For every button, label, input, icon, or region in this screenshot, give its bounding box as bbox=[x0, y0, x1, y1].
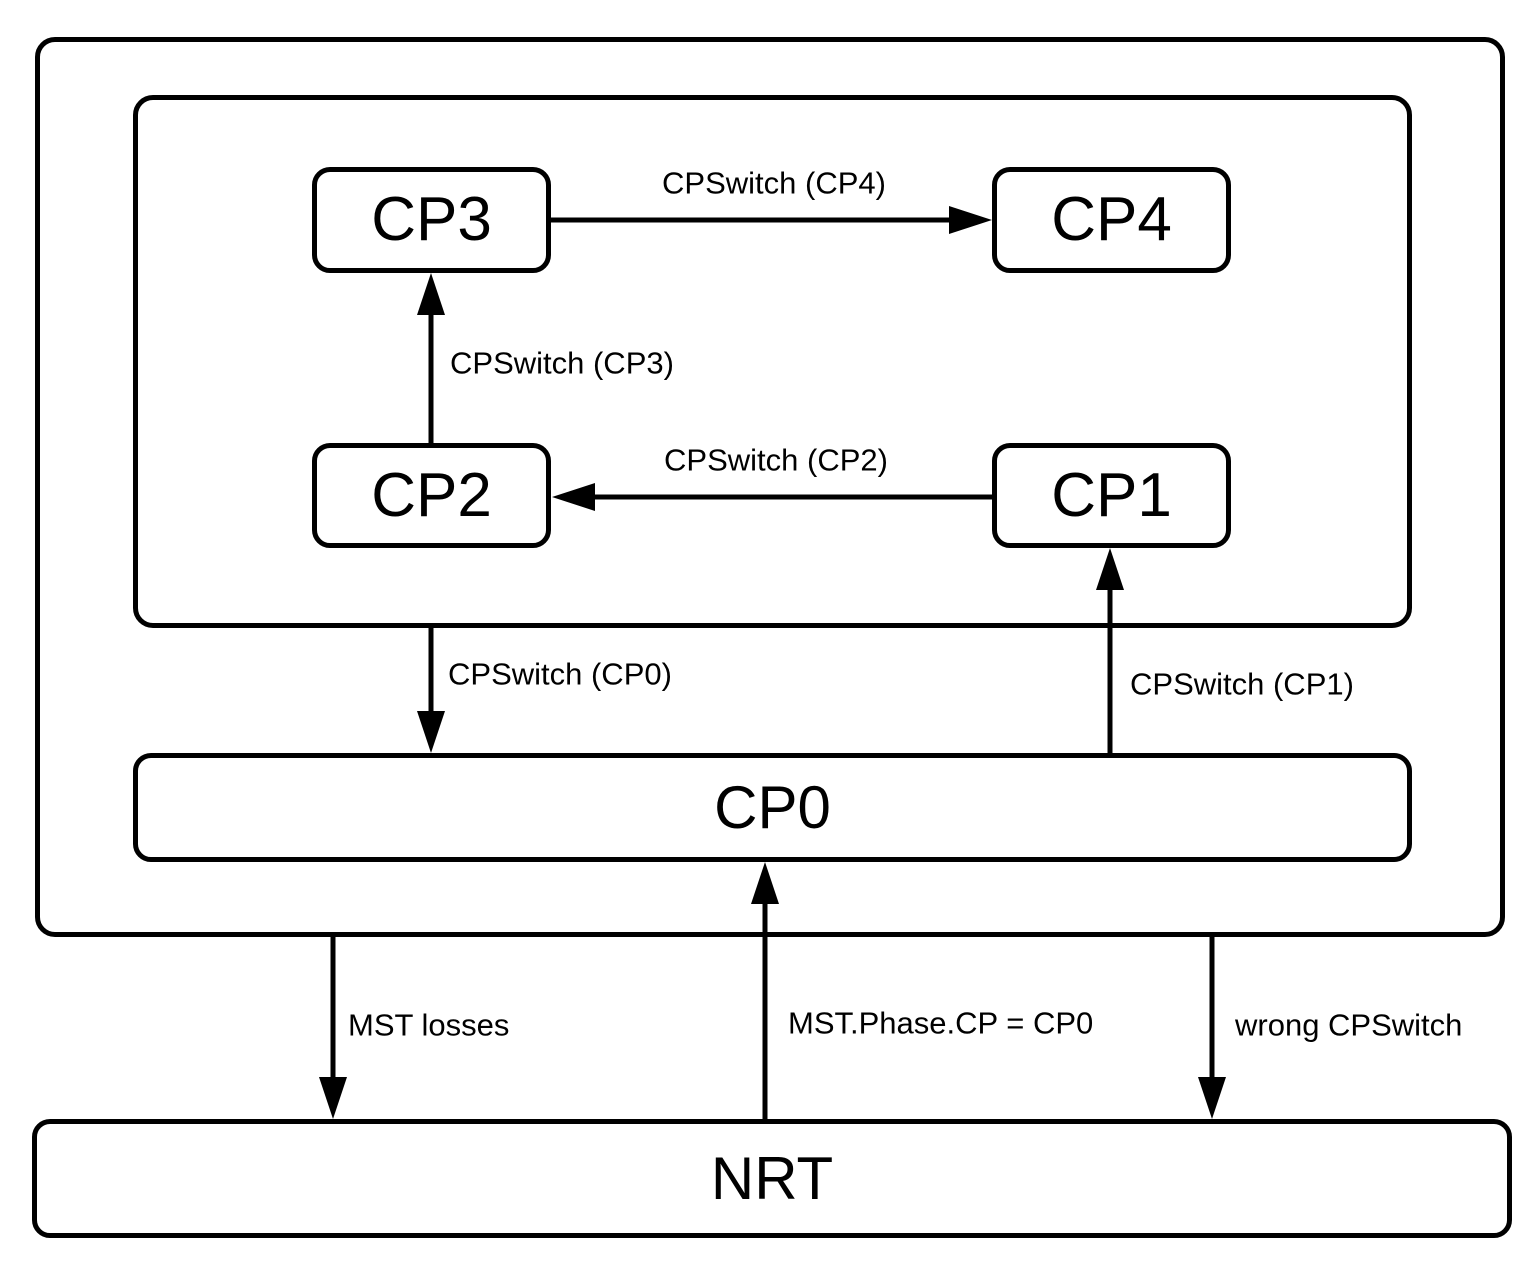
edge-label-cpswitch-cp1: CPSwitch (CP1) bbox=[1130, 666, 1354, 702]
node-cp2-label: CP2 bbox=[371, 460, 492, 530]
node-cp0: CP0 bbox=[133, 753, 1412, 862]
node-cp4: CP4 bbox=[992, 167, 1231, 273]
node-cp2: CP2 bbox=[312, 443, 551, 548]
edge-label-cpswitch-cp2: CPSwitch (CP2) bbox=[664, 442, 888, 478]
arrowhead-mst-losses bbox=[319, 1077, 347, 1119]
edge-label-cpswitch-cp4: CPSwitch (CP4) bbox=[662, 165, 886, 201]
node-cp3: CP3 bbox=[312, 167, 551, 273]
edge-label-cpswitch-cp3: CPSwitch (CP3) bbox=[450, 345, 674, 381]
arrowhead-wrong-cpswitch bbox=[1198, 1077, 1226, 1119]
edge-label-mst-losses: MST losses bbox=[348, 1007, 510, 1043]
node-cp3-label: CP3 bbox=[371, 185, 492, 254]
node-cp1-label: CP1 bbox=[1051, 460, 1172, 530]
edge-label-cpswitch-cp0: CPSwitch (CP0) bbox=[448, 656, 672, 692]
outer-group-box bbox=[35, 37, 1505, 937]
node-cp0-label: CP0 bbox=[714, 773, 831, 841]
inner-group-box bbox=[133, 95, 1412, 628]
node-cp4-label: CP4 bbox=[1051, 185, 1172, 254]
node-nrt-label: NRT bbox=[710, 1144, 834, 1212]
edge-label-mst-phase: MST.Phase.CP = CP0 bbox=[788, 1005, 1094, 1041]
edge-label-wrong-cpswitch: wrong CPSwitch bbox=[1235, 1007, 1463, 1043]
node-cp1: CP1 bbox=[992, 443, 1231, 548]
node-nrt: NRT bbox=[32, 1119, 1512, 1238]
